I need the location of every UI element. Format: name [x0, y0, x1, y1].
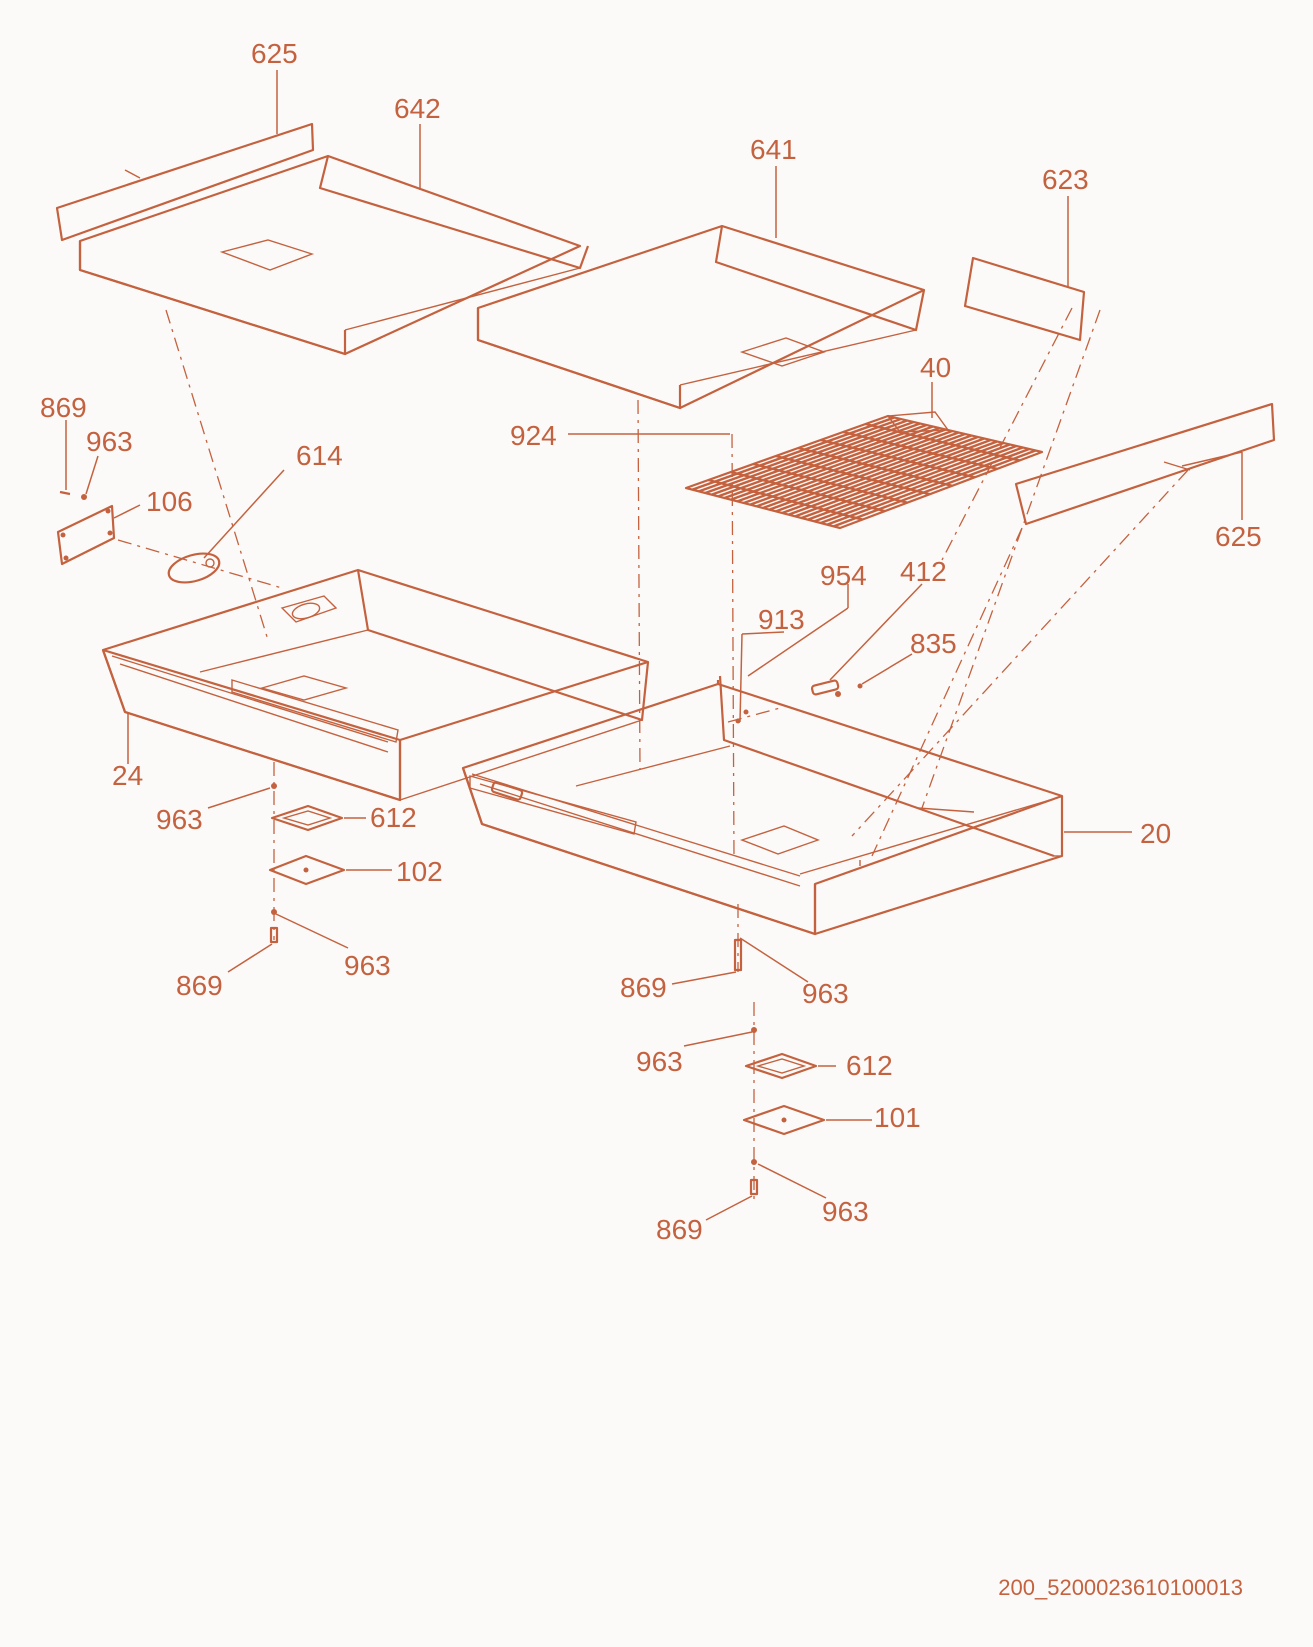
grid-mat-line	[704, 419, 908, 495]
grid-mat-line	[749, 429, 953, 506]
callout-40: 40	[920, 352, 952, 383]
grid-mat-line	[813, 444, 1017, 523]
grid-mat-line	[724, 423, 927, 500]
callout-412: 412	[900, 556, 947, 587]
projection-lines	[117, 307, 1189, 861]
grid-mat-line	[807, 443, 1011, 521]
grid-mat-line	[865, 422, 1020, 462]
callout-101: 101	[874, 1102, 921, 1133]
callout-963-right-upper: 963	[802, 978, 849, 1009]
callout-963-topleft: 963	[86, 426, 133, 457]
callout-102: 102	[396, 856, 443, 887]
grid-mat-line	[820, 438, 975, 479]
grid-mat-line	[797, 446, 953, 487]
callout-869-right-bottom: 869	[656, 1214, 703, 1245]
callout-963-right-lower: 963	[822, 1196, 869, 1227]
bottom-right-fastener-stack	[733, 904, 826, 1200]
callout-963-left-upper: 963	[156, 804, 203, 835]
grid-mat-line	[775, 454, 931, 496]
grid-mat-line	[820, 446, 1024, 525]
grid-mat-line	[753, 462, 908, 504]
grid-mat-line	[756, 431, 959, 508]
grid-mat-line	[711, 420, 915, 496]
part-412-hinge	[810, 679, 841, 697]
grid-mat-line	[730, 425, 934, 501]
part-623-small-panel	[963, 256, 1086, 342]
callout-835: 835	[910, 628, 957, 659]
part-106-cover-plate	[56, 504, 116, 566]
grid-mat-line	[788, 438, 992, 516]
callout-20: 20	[1140, 818, 1172, 849]
part-835-screw	[857, 683, 863, 689]
callout-612-left: 612	[370, 802, 417, 833]
callout-642: 642	[394, 93, 441, 124]
grid-mat-line	[826, 447, 1030, 526]
callout-625-top: 625	[251, 38, 298, 69]
callout-963-left-lower: 963	[344, 950, 391, 981]
callout-954: 954	[820, 560, 867, 591]
part-625-right-panel	[1014, 402, 1276, 526]
grid-mat-line	[692, 416, 895, 491]
callout-24: 24	[112, 760, 144, 791]
callout-623: 623	[1042, 164, 1089, 195]
callout-641: 641	[750, 134, 797, 165]
callout-625-right: 625	[1215, 521, 1262, 552]
bottom-left-fastener-stack	[268, 762, 346, 944]
grid-mat-line	[794, 440, 998, 518]
callout-869-left-bottom: 869	[176, 970, 223, 1001]
grid-mat-line	[769, 434, 972, 511]
callout-924: 924	[510, 420, 557, 451]
grid-mat-line	[717, 422, 921, 498]
callout-614: 614	[296, 440, 343, 471]
leader-lines	[65, 70, 1243, 1221]
grid-mat-line	[762, 432, 966, 510]
grid-mat-line	[730, 470, 886, 513]
grid-mat-line	[736, 426, 940, 503]
callout-963-right-mid: 963	[636, 1046, 683, 1077]
grid-mat-line	[833, 449, 1037, 528]
grid-mat-line	[743, 428, 947, 505]
callout-913: 913	[758, 604, 805, 635]
grid-mat-line	[708, 478, 863, 521]
callout-612-right: 612	[846, 1050, 893, 1081]
part-24-left-base	[101, 568, 650, 802]
part-20-right-base	[461, 675, 1064, 936]
grid-mat-line	[698, 417, 902, 493]
part-40-grid-mat	[684, 411, 1044, 530]
part-642-left-tray	[78, 154, 590, 356]
screw-869-963-topleft	[59, 490, 87, 500]
callout-869-topleft: 869	[40, 392, 87, 423]
grid-mat-line	[775, 435, 979, 513]
part-913-954-fasteners	[735, 709, 749, 724]
grid-mat-line	[781, 437, 985, 515]
grid-mat-line	[801, 441, 1004, 520]
callout-869-right-upper: 869	[620, 972, 667, 1003]
document-id: 200_5200023610100013	[998, 1575, 1243, 1600]
part-625-left-panel	[55, 122, 315, 242]
grid-mat-line	[842, 430, 998, 471]
callout-106: 106	[146, 486, 193, 517]
part-641-right-tray	[476, 224, 926, 410]
